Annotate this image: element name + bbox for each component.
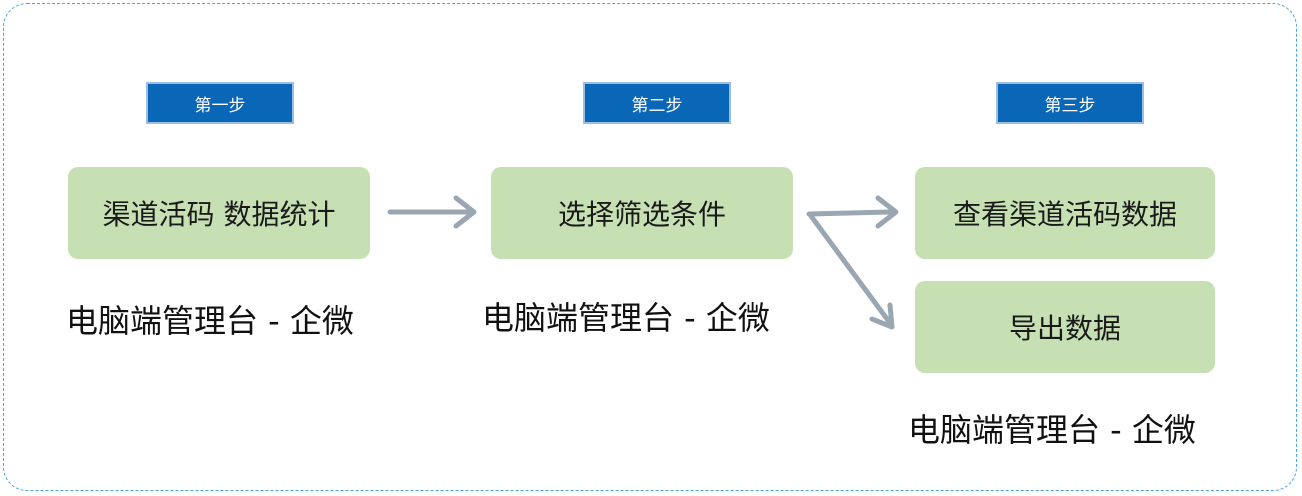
diagram-frame	[3, 3, 1297, 491]
arrow-head-3	[869, 302, 895, 330]
caption-step2: 电脑端管理台 - 企微	[482, 299, 770, 337]
step-tag-3: 第三步	[996, 82, 1144, 124]
step-tag-1: 第一步	[146, 82, 294, 124]
node-select-filters: 选择筛选条件	[491, 167, 793, 259]
node-view-channel-data: 查看渠道活码数据	[915, 167, 1215, 259]
arrow-head-2	[875, 195, 899, 229]
arrow-step2-to-view	[806, 209, 895, 217]
caption-step3: 电脑端管理台 - 企微	[908, 411, 1196, 449]
arrow-head-1	[453, 195, 477, 229]
step-tag-2: 第二步	[583, 82, 731, 124]
caption-step1: 电脑端管理台 - 企微	[66, 302, 354, 340]
arrow-step2-to-export	[808, 213, 893, 326]
node-channel-stats: 渠道活码 数据统计	[68, 167, 370, 259]
node-export-data: 导出数据	[915, 281, 1215, 373]
